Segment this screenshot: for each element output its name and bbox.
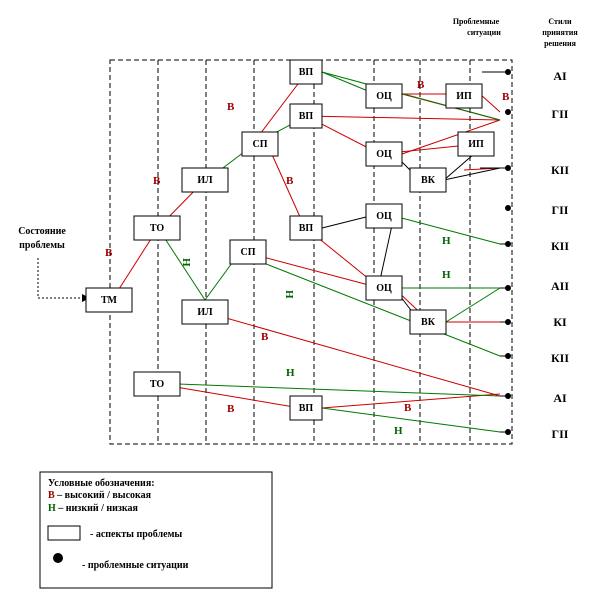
svg-text:ИЛ: ИЛ [197,307,213,318]
legend-dot-icon [53,553,63,563]
node-il-bottom: ИЛ [181,299,229,325]
problem-situation-dots [505,69,511,435]
node-oc-1: ОЦ [365,83,403,109]
svg-text:решения: решения [544,39,577,48]
svg-text:ВК: ВК [421,175,436,186]
header-solution-style: Стили принятия решения [542,17,578,48]
svg-text:ТМ: ТМ [101,295,118,306]
node-sp-bottom: СП [229,239,267,265]
edge-labels-low: Н Н Н Н Н Н [180,235,451,437]
edge-label-high: В [261,331,269,343]
svg-text:Состояние: Состояние [18,226,66,237]
legend-high: В – высокий / высокая [48,490,152,501]
header-problem-situations: Проблемные ситуации [453,17,501,37]
edge-label-low: Н [394,425,403,437]
edge-label-low: Н [283,290,295,299]
edge-label-high: В [502,91,510,103]
svg-text:принятия: принятия [542,28,578,37]
edge-label-high: В [105,247,113,259]
legend-low: Н – низкий / низкая [48,503,139,514]
node-oc-2: ОЦ [365,141,403,167]
node-vp-2: ВП [289,103,323,129]
svg-text:ВП: ВП [299,403,314,414]
node-vk-2: ВК [409,309,447,335]
svg-text:ИП: ИП [456,91,472,102]
style-label: КI [553,315,567,329]
connections-neutral [321,71,508,433]
svg-text:ИЛ: ИЛ [197,175,213,186]
svg-text:Стили: Стили [548,17,572,26]
style-label: АI [553,69,567,83]
style-label: АI [553,391,567,405]
node-vp-3: ВП [289,215,323,241]
decision-styles: АI ГII КII ГII КII АII КI КII АI ГII [551,69,569,441]
start-arrow [37,258,90,302]
svg-text:ВП: ВП [299,111,314,122]
svg-text:проблемы: проблемы [19,240,65,251]
node-to-top: ТО [133,215,181,241]
node-tm: ТМ [85,287,133,313]
style-label: КII [551,351,569,365]
style-label: АII [551,279,569,293]
legend-box-icon [47,525,81,541]
legend-title: Условные обозначения: [48,478,155,489]
node-oc-3: ОЦ [365,203,403,229]
svg-text:ТО: ТО [150,379,165,390]
svg-text:ОЦ: ОЦ [376,283,392,294]
edge-label-low: Н [286,367,295,379]
svg-text:ОЦ: ОЦ [376,149,392,160]
svg-text:СП: СП [253,139,268,150]
legend-dot-text: - проблемные ситуации [82,560,189,571]
edge-label-low: Н [180,258,192,267]
edge-labels-high: В В В В В В В В В [105,79,510,415]
svg-text:ВП: ВП [299,223,314,234]
svg-text:ВП: ВП [299,67,314,78]
style-label: КII [551,163,569,177]
node-vk-1: ВК [409,167,447,193]
node-ip-2: ИП [457,131,495,157]
node-to-bottom: ТО [133,371,181,397]
edge-label-high: В [286,175,294,187]
svg-text:ОЦ: ОЦ [376,211,392,222]
edge-label-high: В [153,175,161,187]
style-label: КII [551,239,569,253]
node-oc-4: ОЦ [365,275,403,301]
svg-text:Проблемные: Проблемные [453,17,500,26]
legend: Условные обозначения: В – высокий / высо… [39,471,273,589]
node-sp-top: СП [241,131,279,157]
edge-label-low: Н [442,269,451,281]
edge-label-high: В [227,403,235,415]
node-vp-4: ВП [289,395,323,421]
style-label: ГII [552,107,569,121]
legend-box-text: - аспекты проблемы [90,529,182,540]
style-label: ГII [552,427,569,441]
connections-low [157,71,501,433]
node-vp-1: ВП [289,59,323,85]
svg-text:СП: СП [241,247,256,258]
svg-text:ВК: ВК [421,317,436,328]
node-il-top: ИЛ [181,167,229,193]
edge-label-high: В [417,79,425,91]
svg-text:ТО: ТО [150,223,165,234]
svg-text:ИП: ИП [468,139,484,150]
node-ip-1: ИП [445,83,483,109]
start-state-label: Состояние проблемы [18,226,66,251]
edge-label-low: Н [442,235,451,247]
svg-text:ситуации: ситуации [467,28,501,37]
style-label: ГII [552,203,569,217]
edge-label-high: В [404,402,412,414]
edge-label-high: В [227,101,235,113]
svg-text:ОЦ: ОЦ [376,91,392,102]
